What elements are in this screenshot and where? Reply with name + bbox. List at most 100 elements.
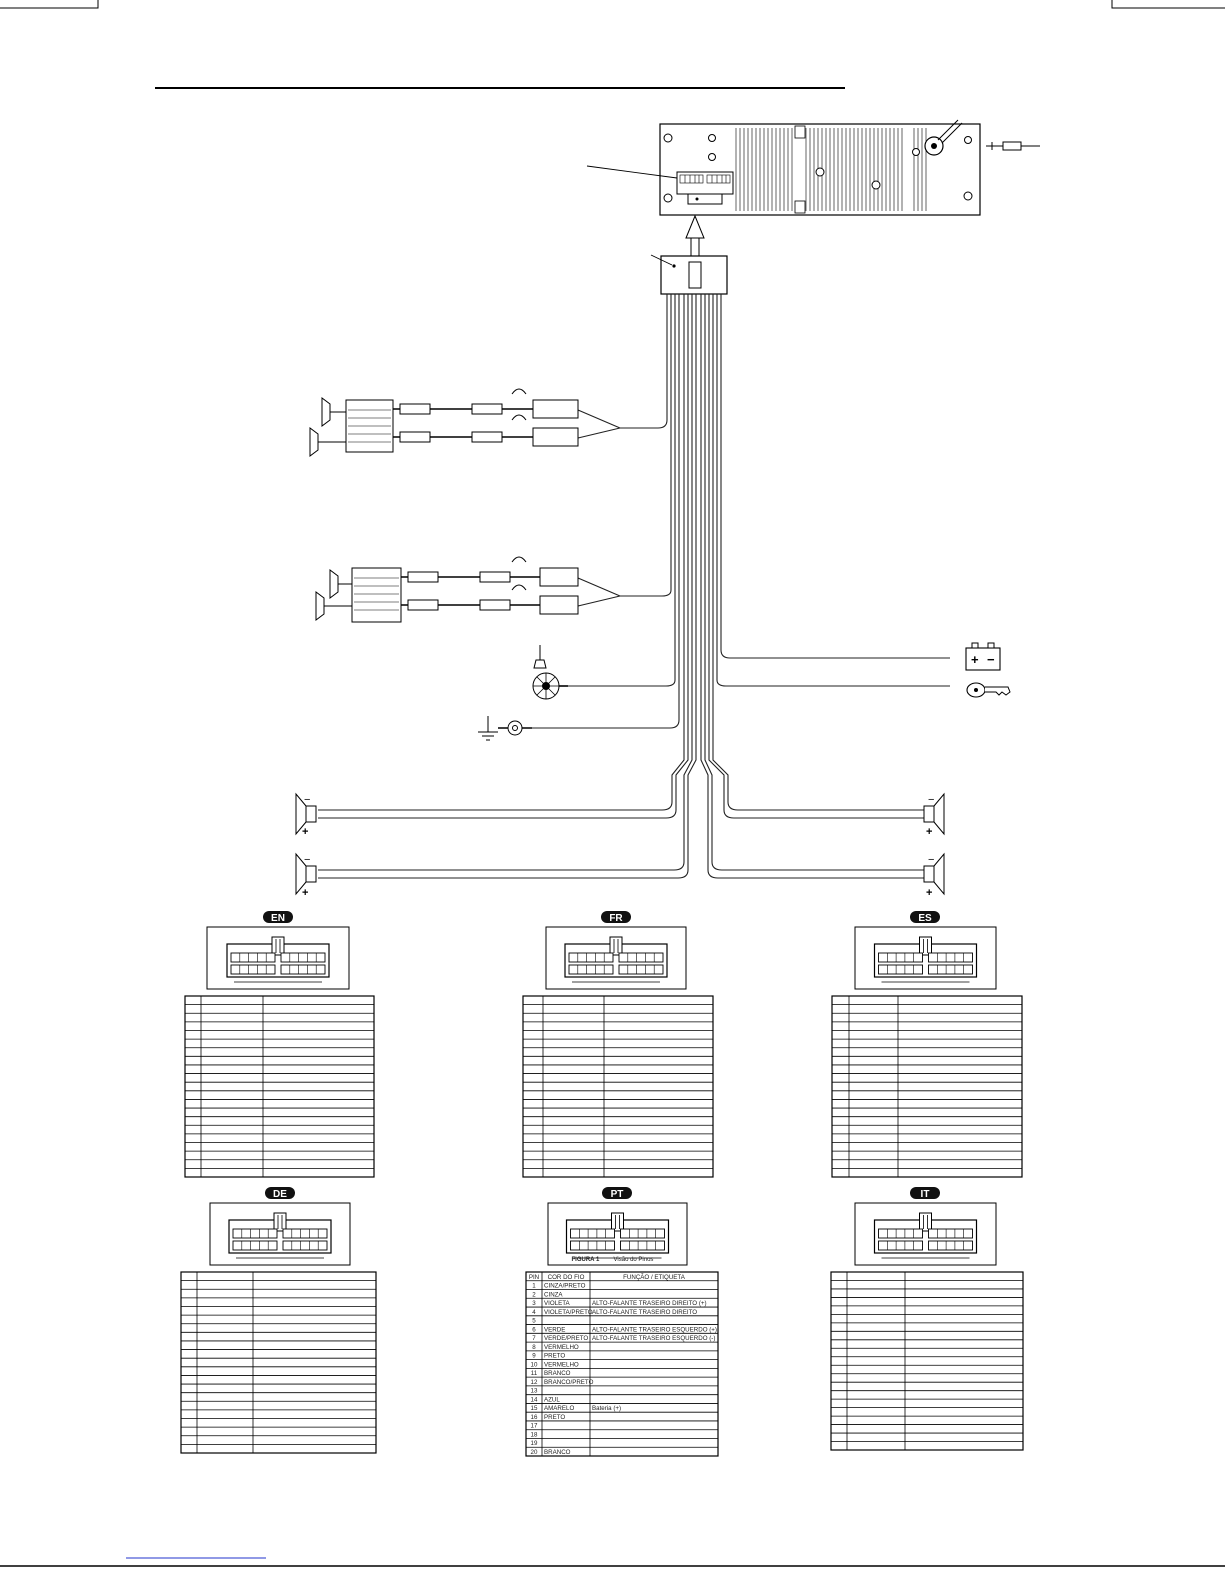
speaker-minus-label: − <box>304 854 310 866</box>
lang-panel-de: DE <box>180 1187 377 1454</box>
antenna-plug-icon <box>986 141 1040 151</box>
table-pin-cell: 20 <box>531 1449 538 1456</box>
table-pin-cell: 15 <box>531 1405 538 1412</box>
power-antenna-icon <box>532 645 568 700</box>
table-color-cell: PRETO <box>544 1353 565 1360</box>
table-pin-cell: 12 <box>531 1379 538 1386</box>
rca-output-front <box>309 388 621 457</box>
pin-table <box>184 995 375 1178</box>
table-pin-cell: 16 <box>531 1414 538 1421</box>
speaker-rear-right: − + <box>923 852 945 899</box>
iso-connector-icon <box>565 1212 670 1259</box>
speaker-rear-left: − + <box>295 852 317 899</box>
table-pin-cell: 18 <box>531 1431 538 1438</box>
table-color-cell: AMARELO <box>544 1405 574 1412</box>
table-pin-cell: 19 <box>531 1440 538 1447</box>
battery-icon: + − <box>965 642 1001 671</box>
iso-connector-icon <box>564 936 668 983</box>
lang-code-label: FR <box>609 913 623 924</box>
speaker-plus-label: + <box>926 826 932 838</box>
table-header-cell: FUNÇÃO / ETIQUETA <box>623 1274 686 1281</box>
lang-panel-es: ES <box>831 911 1023 1178</box>
table-pin-cell: 4 <box>532 1309 536 1316</box>
crop-mark-left <box>0 0 99 9</box>
leader-line-socket <box>586 165 678 179</box>
table-color-cell: BRANCO <box>544 1370 571 1377</box>
lang-code-label: ES <box>918 913 932 924</box>
speaker-plus-label: + <box>302 887 308 899</box>
lang-badge: ES <box>910 911 940 924</box>
lang-panel-fr: FR <box>522 911 714 1178</box>
table-pin-cell: 2 <box>532 1291 536 1298</box>
lang-badge: PT <box>602 1187 632 1200</box>
speaker-minus-label: − <box>928 794 934 806</box>
lang-panel-it: IT <box>830 1187 1024 1451</box>
table-color-cell: BRANCO/PRETO <box>544 1379 594 1386</box>
lang-panel-en: EN <box>184 911 375 1178</box>
pin-table <box>830 1271 1024 1451</box>
table-color-cell: CINZA <box>544 1291 563 1298</box>
table-color-cell: PRETO <box>544 1414 565 1421</box>
lang-badge: FR <box>601 911 631 924</box>
table-pin-cell: 14 <box>531 1396 538 1403</box>
iso-connector-icon <box>873 1212 978 1259</box>
pin-table <box>831 995 1023 1178</box>
table-pin-cell: 7 <box>532 1335 536 1342</box>
figure-caption: FIGURA 1 <box>572 1257 600 1263</box>
speaker-icon <box>309 397 331 457</box>
table-color-cell: VIOLETA/PRETO <box>544 1309 593 1316</box>
lang-badge: IT <box>910 1187 940 1200</box>
ignition-key-icon <box>966 682 1011 698</box>
table-pin-cell: 3 <box>532 1300 536 1307</box>
table-pin-cell: 17 <box>531 1423 538 1430</box>
rca-output-rear <box>315 556 621 623</box>
speaker-icon <box>315 569 339 621</box>
table-pin-cell: 6 <box>532 1326 536 1333</box>
table-pin-cell: 1 <box>532 1283 536 1290</box>
iso-socket <box>676 171 734 205</box>
speaker-minus-label: − <box>928 854 934 866</box>
speaker-plus-label: + <box>302 826 308 838</box>
wire-harness-plug <box>660 255 728 295</box>
table-color-cell: VERDE <box>544 1326 565 1333</box>
table-function-cell: ALTO-FALANTE TRASEIRO DIREITO (+) <box>592 1300 707 1307</box>
battery-plus-label: + <box>971 652 979 667</box>
table-color-cell: VIOLETA <box>544 1300 571 1307</box>
table-pin-cell: 10 <box>531 1361 538 1368</box>
table-pin-cell: 11 <box>531 1370 538 1377</box>
lang-badge: EN <box>263 911 293 924</box>
table-header-cell: COR DO FIO <box>548 1274 585 1281</box>
speaker-front-right: − + <box>923 792 945 838</box>
wire-bundle <box>318 294 950 879</box>
crop-mark-right <box>1111 0 1225 9</box>
table-function-cell: Bateria (+) <box>592 1405 621 1412</box>
pin-table <box>180 1271 377 1454</box>
iso-connector-icon <box>873 936 978 983</box>
pin-table <box>522 995 714 1178</box>
lang-code-label: EN <box>271 913 285 924</box>
table-color-cell: CINZA/PRETO <box>544 1283 586 1290</box>
table-color-cell: VERDE/PRETO <box>544 1335 588 1342</box>
table-pin-cell: 13 <box>531 1388 538 1395</box>
speaker-minus-label: − <box>304 794 310 806</box>
lang-code-label: PT <box>611 1189 624 1200</box>
battery-minus-label: − <box>987 652 995 667</box>
connect-arrow-icon <box>685 214 705 257</box>
leader-line-plug <box>650 254 673 266</box>
head-unit-rear <box>659 119 1040 216</box>
table-pin-cell: 8 <box>532 1344 536 1351</box>
lang-badge: DE <box>265 1187 295 1200</box>
table-color-cell: BRANCO <box>544 1449 571 1456</box>
table-pin-cell: 9 <box>532 1353 536 1360</box>
amplifier-rear <box>351 567 402 623</box>
iso-connector-icon <box>226 936 330 983</box>
table-color-cell: VERMELHO <box>544 1344 579 1351</box>
table-pin-cell: 5 <box>532 1318 536 1325</box>
table-function-cell: ALTO-FALANTE TRASEIRO ESQUERDO (+) <box>592 1326 717 1333</box>
speaker-plus-label: + <box>926 887 932 899</box>
table-color-cell: AZUL <box>544 1396 560 1403</box>
